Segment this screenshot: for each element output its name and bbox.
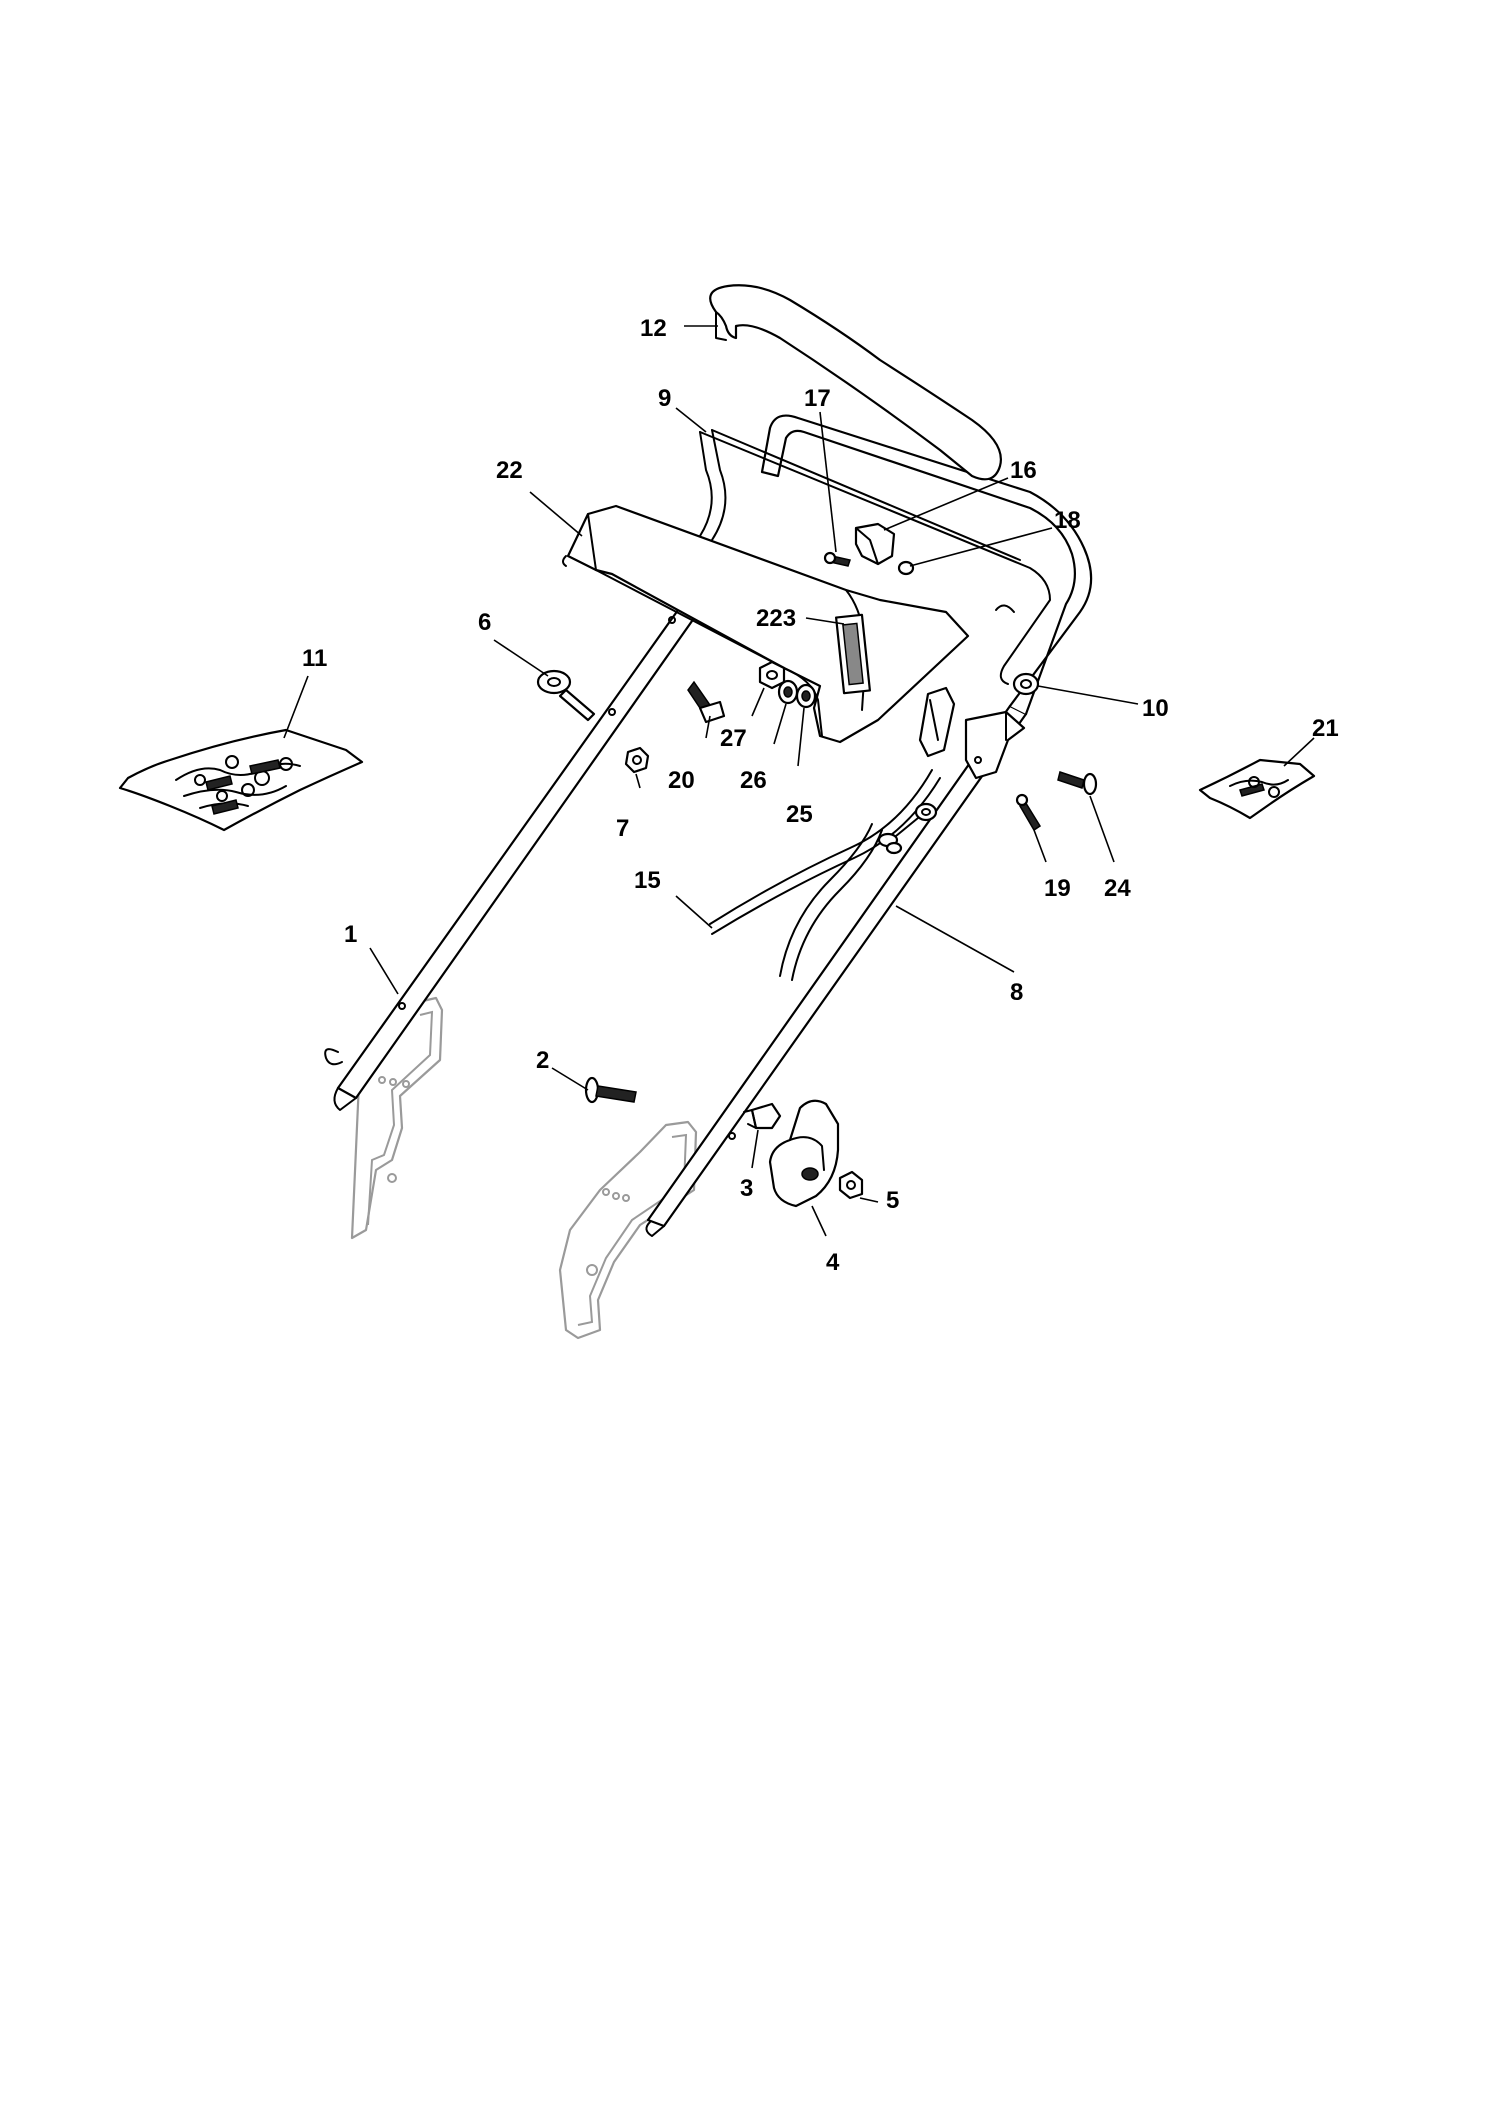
nut	[624, 746, 650, 774]
callout-10: 10	[1142, 695, 1169, 722]
callout-22: 22	[496, 457, 523, 484]
callout-11: 11	[302, 645, 327, 672]
left-handle-bar	[324, 594, 706, 1111]
top-cover	[562, 504, 970, 744]
callout-17: 17	[804, 385, 831, 412]
adjustment-knob	[768, 1099, 840, 1208]
right-handle-bar	[645, 414, 1093, 1237]
small-screw	[823, 551, 851, 567]
callout-3: 3	[740, 1175, 753, 1202]
washer-26	[777, 679, 799, 705]
small-nut	[897, 560, 915, 576]
callout-12: 12	[640, 315, 667, 342]
bushing	[1012, 672, 1040, 696]
fastener-kit-bag-large	[118, 728, 364, 832]
callout-8: 8	[1010, 979, 1023, 1006]
callout-19: 19	[1044, 875, 1071, 902]
bolt-2	[584, 1076, 637, 1104]
eye-bolt	[536, 669, 596, 722]
screw	[687, 680, 726, 724]
callout-223: 223	[756, 605, 796, 632]
washer-25	[795, 683, 817, 709]
callout-1: 1	[344, 921, 357, 948]
callout-6: 6	[478, 609, 491, 636]
cable-bracket	[964, 710, 1026, 780]
callout-labels: 12 9 17 16 18 22 223 6 10 11 21 27 20 26…	[302, 315, 1339, 1276]
wire-bail	[689, 429, 1051, 685]
callout-20: 20	[668, 767, 695, 794]
callout-24: 24	[1104, 875, 1131, 902]
callout-9: 9	[658, 385, 671, 412]
fastener-kit-bag-small	[1198, 758, 1316, 820]
callout-18: 18	[1054, 507, 1081, 534]
spacer	[743, 1102, 782, 1130]
callout-7: 7	[616, 815, 629, 842]
control-cable	[709, 769, 941, 935]
right-side-bracket	[558, 1120, 698, 1340]
nut-5	[838, 1170, 864, 1200]
callout-16: 16	[1010, 457, 1037, 484]
callout-15: 15	[634, 867, 661, 894]
callout-5: 5	[886, 1187, 899, 1214]
callout-2: 2	[536, 1047, 549, 1074]
clip	[854, 522, 896, 566]
callout-4: 4	[826, 1249, 840, 1276]
leader-lines	[283, 325, 1315, 1237]
screw-19	[1015, 793, 1042, 832]
callout-27: 27	[720, 725, 747, 752]
bolt-24	[1057, 771, 1098, 796]
handle-grip	[709, 284, 1002, 481]
cable-lever	[918, 686, 956, 758]
callout-25: 25	[786, 801, 813, 828]
drive-cable	[779, 802, 938, 981]
callout-21: 21	[1312, 715, 1339, 742]
callout-26: 26	[740, 767, 767, 794]
